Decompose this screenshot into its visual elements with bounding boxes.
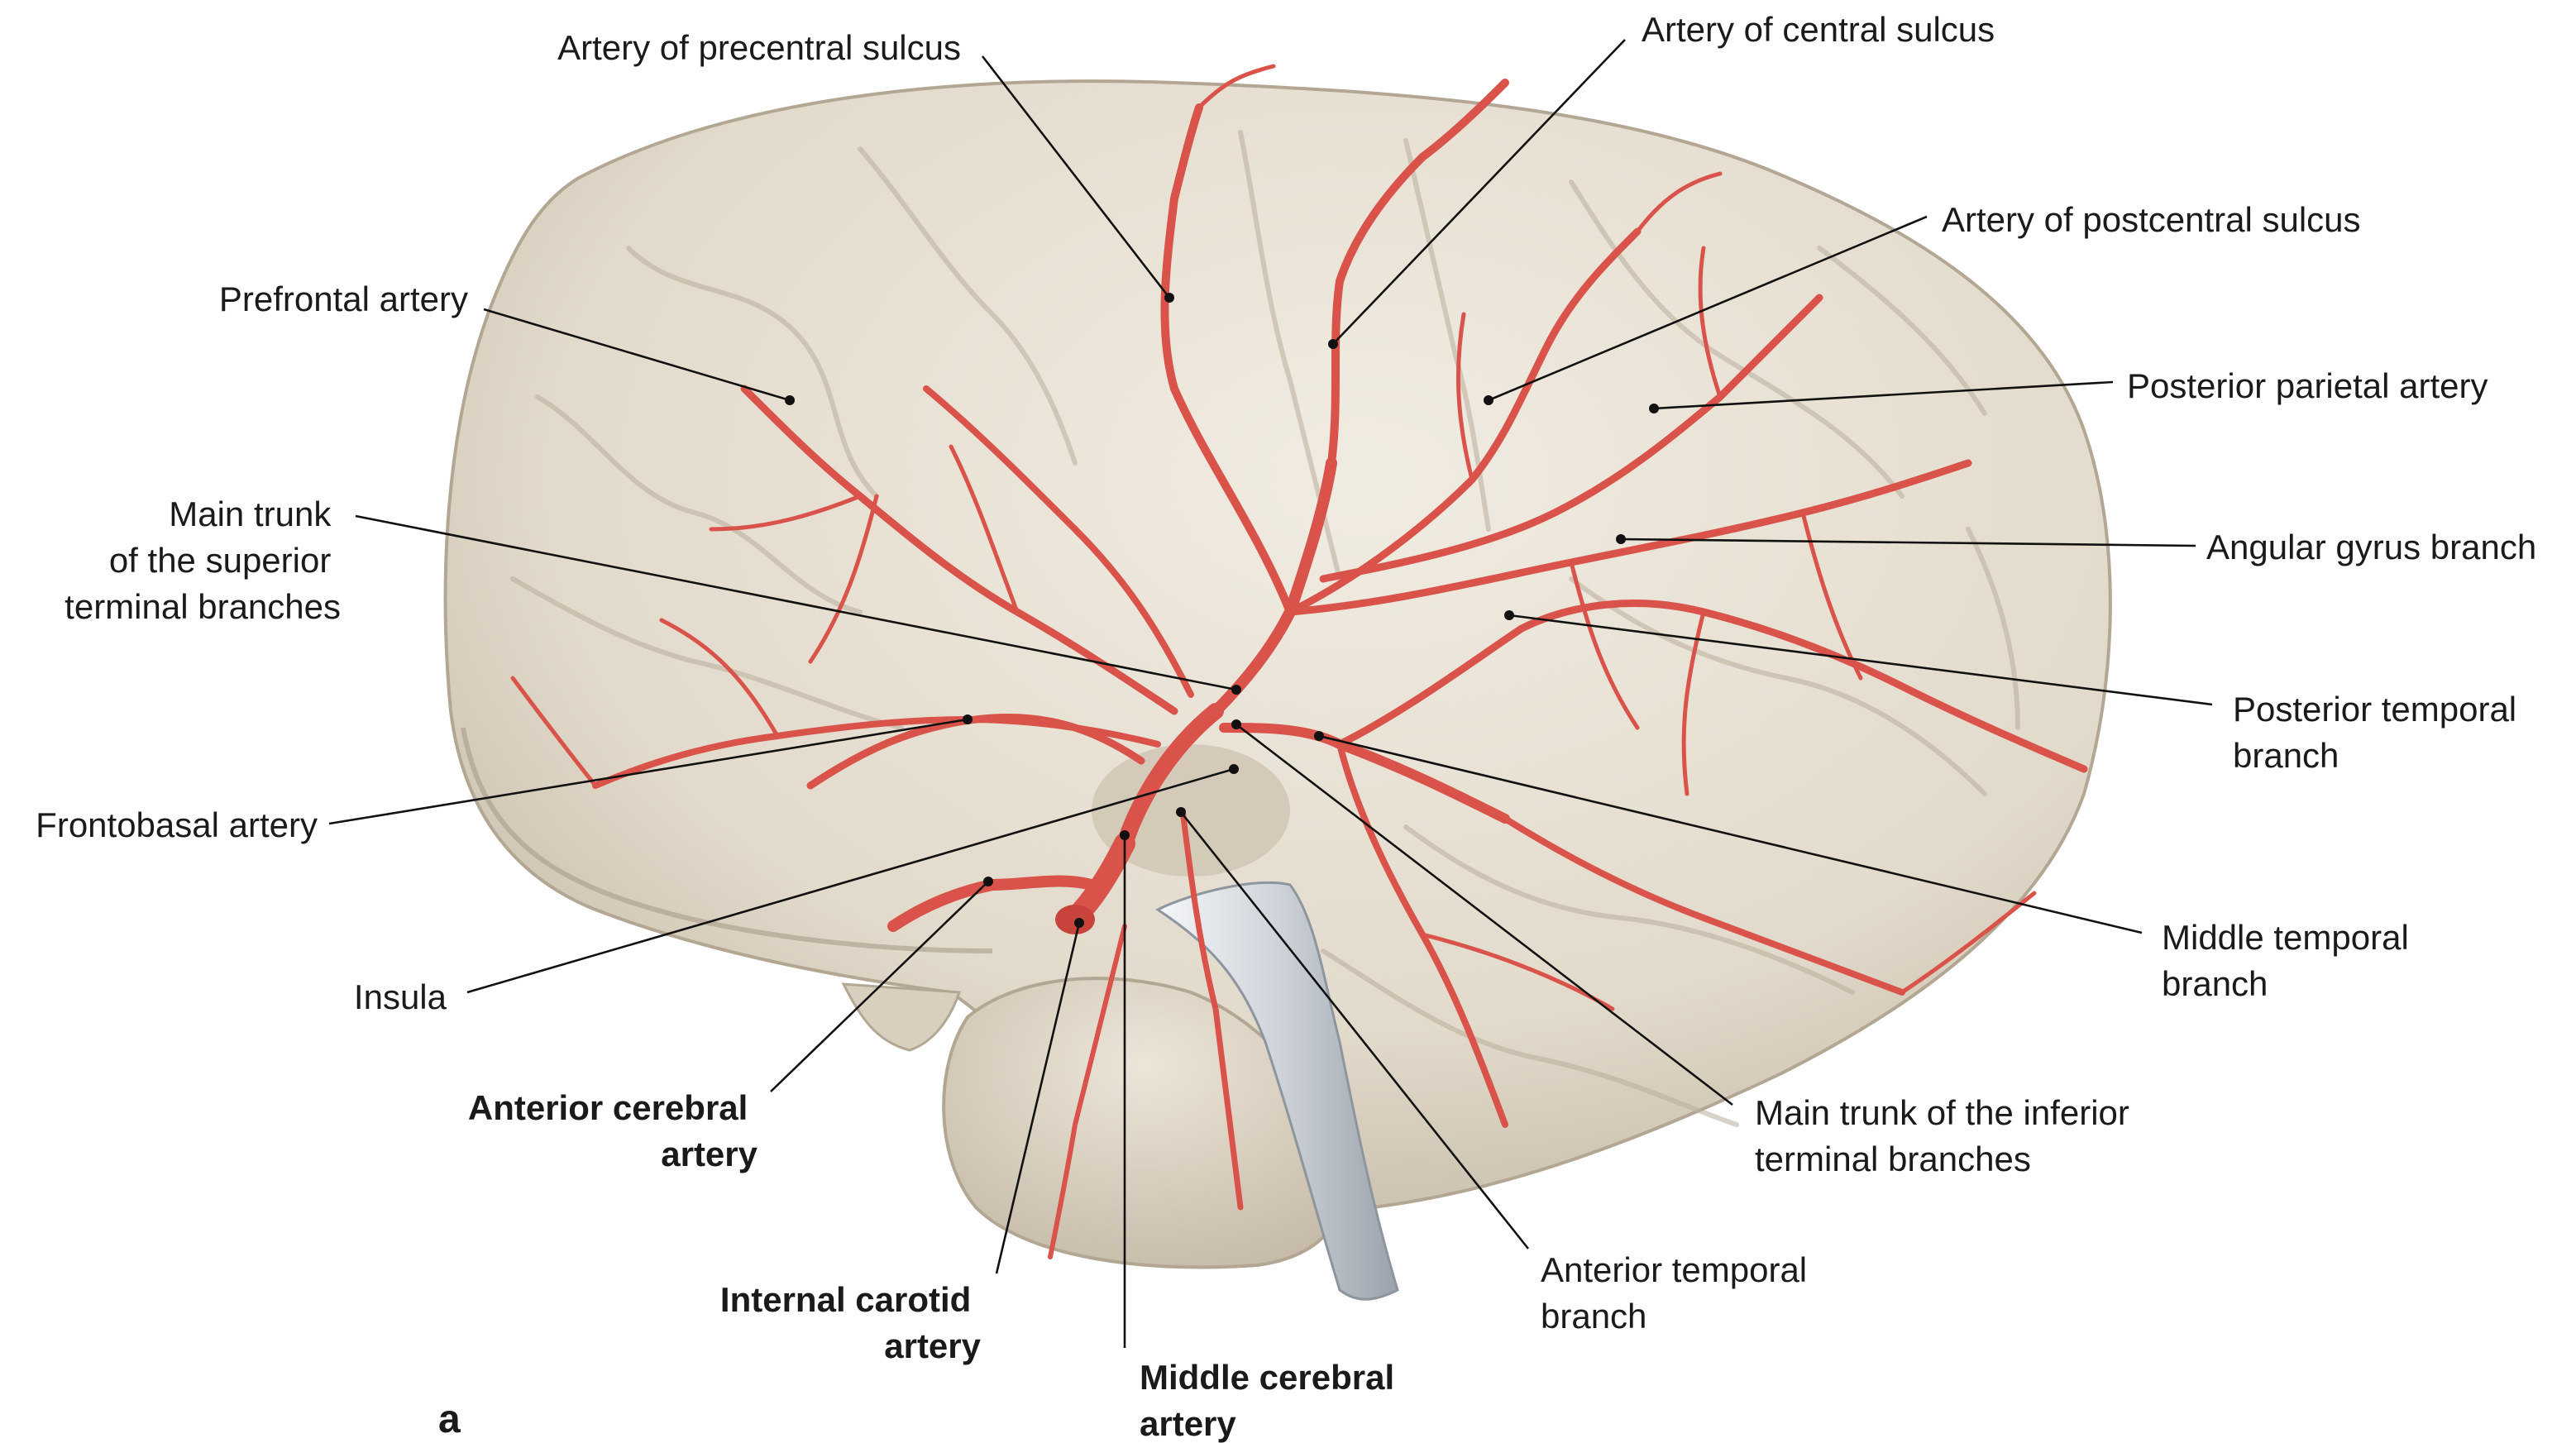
leader-postcentral [1488, 215, 1928, 402]
leader-posterior-temporal [1508, 614, 2213, 706]
leader-dot-posterior-parietal [1649, 404, 1659, 413]
leader-dot-frontobasal [963, 714, 973, 724]
leader-dot-inferior-trunk [1231, 719, 1241, 729]
gyral-folds [510, 130, 2020, 1127]
label-internal-carotid-artery: Internal carotid artery [720, 1280, 982, 1365]
leader-dot-central [1328, 339, 1338, 349]
labels: Artery of precentral sulcus Artery of ce… [36, 10, 2536, 1443]
label-artery-of-central-sulcus: Artery of central sulcus [1642, 10, 1995, 49]
leader-precentral [981, 55, 1171, 299]
leader-dot-middle-cerebral [1120, 830, 1130, 840]
label-main-trunk-superior: Main trunk of the superior terminal bran… [65, 495, 341, 626]
leader-dot-posterior-temporal [1504, 610, 1514, 620]
leader-dot-internal-carotid [1074, 918, 1084, 928]
label-middle-temporal-branch: Middle temporal branch [2162, 918, 2418, 1003]
leader-middle-temporal [1318, 734, 2143, 934]
leader-dot-insula [1229, 764, 1239, 774]
label-angular-gyrus-branch: Angular gyrus branch [2206, 528, 2536, 566]
leader-dot-postcentral [1484, 395, 1494, 405]
label-frontobasal-artery: Frontobasal artery [36, 805, 318, 844]
label-insula: Insula [354, 977, 447, 1016]
label-posterior-parietal-artery: Posterior parietal artery [2127, 366, 2488, 405]
surgical-retractor [1155, 881, 1399, 1301]
leader-dot-anterior-temporal [1176, 807, 1186, 817]
leader-central [1332, 39, 1626, 345]
brain-illustration [443, 64, 2112, 1301]
leader-internal-carotid [995, 922, 1081, 1274]
insula-region [1092, 744, 1290, 877]
leader-anterior-temporal [1179, 811, 1530, 1249]
leader-dot-precentral [1164, 293, 1174, 303]
label-posterior-temporal-branch: Posterior temporal branch [2233, 690, 2526, 775]
leader-dot-angular [1616, 534, 1626, 544]
leader-angular [1620, 538, 2196, 547]
label-anterior-cerebral-artery: Anterior cerebral artery [468, 1088, 758, 1173]
internal-carotid-stump [1055, 905, 1095, 934]
label-prefrontal-artery: Prefrontal artery [219, 280, 468, 318]
orbital-surface [841, 982, 962, 1052]
leader-dot-anterior-cerebral [983, 877, 993, 886]
frontal-pole-rim [461, 727, 993, 953]
leader-lines [328, 39, 2213, 1348]
panel-letter: a [438, 1398, 461, 1441]
leader-inferior-trunk [1235, 723, 1733, 1106]
leader-frontobasal [328, 718, 968, 825]
leader-insula [466, 767, 1235, 994]
leader-superior-trunk [355, 514, 1237, 691]
label-artery-of-precentral-sulcus: Artery of precentral sulcus [557, 28, 961, 67]
label-middle-cerebral-artery: Middle cerebral artery [1140, 1358, 1404, 1443]
leader-dot-middle-temporal [1314, 731, 1324, 741]
leader-dot-superior-trunk [1231, 685, 1241, 695]
label-main-trunk-inferior: Main trunk of the inferior terminal bran… [1755, 1093, 2139, 1178]
leader-posterior-parietal [1653, 380, 2114, 410]
leader-dot-prefrontal [785, 395, 795, 405]
label-artery-of-postcentral-sulcus: Artery of postcentral sulcus [1942, 200, 2361, 239]
leader-anterior-cerebral [770, 881, 989, 1092]
label-anterior-temporal-branch: Anterior temporal branch [1541, 1250, 1817, 1335]
arterial-tree [510, 64, 2088, 1259]
leader-prefrontal [483, 308, 791, 402]
